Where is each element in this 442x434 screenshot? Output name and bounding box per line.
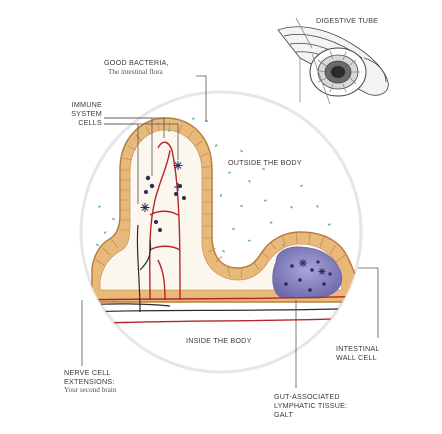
label-outside-body: OUTSIDE THE BODY [228, 158, 302, 167]
label-immune-1: IMMUNE [71, 100, 102, 109]
magnifier-circle [79, 90, 363, 374]
label-nerve-sub: Your second brain [64, 386, 117, 394]
immune-cells [144, 175, 186, 232]
immune-star-cells [140, 161, 183, 212]
tube-pointer-line [311, 53, 331, 105]
label-nerve-2: EXTENSIONS: [64, 377, 115, 386]
label-immune-2: SYSTEM [71, 109, 102, 118]
galt-cells [284, 260, 332, 292]
galt-star-cells [299, 259, 326, 275]
digestive-tube-illustration [277, 26, 389, 97]
label-digestive-tube: DIGESTIVE TUBE [316, 16, 379, 25]
label-good-bacteria: GOOD BACTERIA, [104, 58, 169, 67]
label-intestinal-1: INTESTINAL [336, 344, 380, 353]
label-immune-3: CELLS [78, 118, 102, 127]
label-galt-2: LYMPHATIC TISSUE: [274, 401, 348, 410]
wall-cell-divisions [95, 121, 346, 279]
leader-lines [81, 75, 379, 388]
label-inside-body: INSIDE THE BODY [186, 336, 252, 345]
label-galt-3: GALT [274, 410, 294, 419]
bacteria [96, 117, 331, 253]
label-galt-1: GUT-ASSOCIATED [274, 392, 340, 401]
villus-interior [99, 129, 343, 291]
label-good-bacteria-sub: The intestinal flora [108, 68, 163, 76]
label-intestinal-2: WALL CELL [336, 353, 377, 362]
tube-pointer-line [295, 17, 313, 49]
label-nerve-1: NERVE CELL [64, 368, 111, 377]
